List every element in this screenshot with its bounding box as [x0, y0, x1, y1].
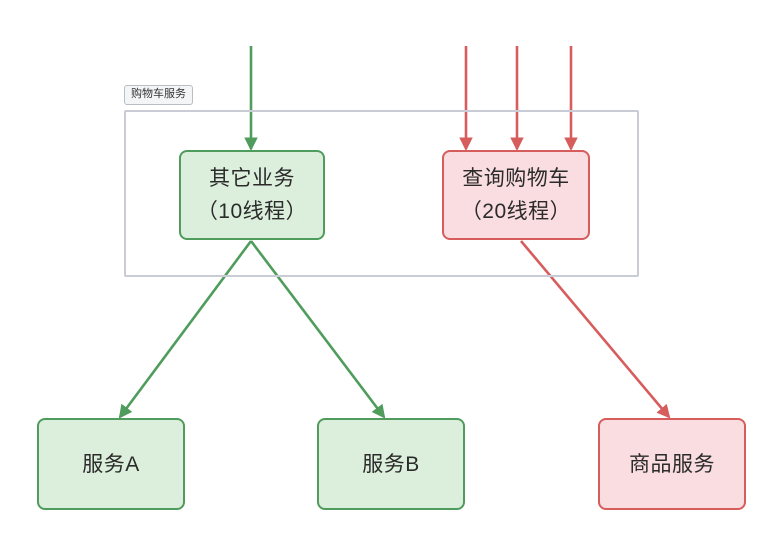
node-query-shopping-cart-line2: （20线程） — [460, 200, 572, 223]
node-query-shopping-cart[interactable]: 查询购物车 （20线程） — [442, 150, 590, 240]
node-other-business-line2: （10线程） — [196, 200, 308, 223]
node-query-shopping-cart-line1: 查询购物车 — [462, 167, 570, 190]
group-label-shopping-cart-service: 购物车服务 — [124, 85, 193, 105]
node-service-b[interactable]: 服务B — [317, 418, 465, 510]
node-product-service-label: 商品服务 — [629, 452, 715, 476]
node-product-service[interactable]: 商品服务 — [598, 418, 746, 510]
node-service-b-label: 服务B — [362, 452, 420, 476]
node-service-a[interactable]: 服务A — [37, 418, 185, 510]
node-other-business-line1: 其它业务 — [209, 167, 295, 190]
node-service-a-label: 服务A — [82, 452, 140, 476]
node-other-business[interactable]: 其它业务 （10线程） — [179, 150, 325, 240]
group-container-shopping-cart-service — [124, 110, 639, 277]
